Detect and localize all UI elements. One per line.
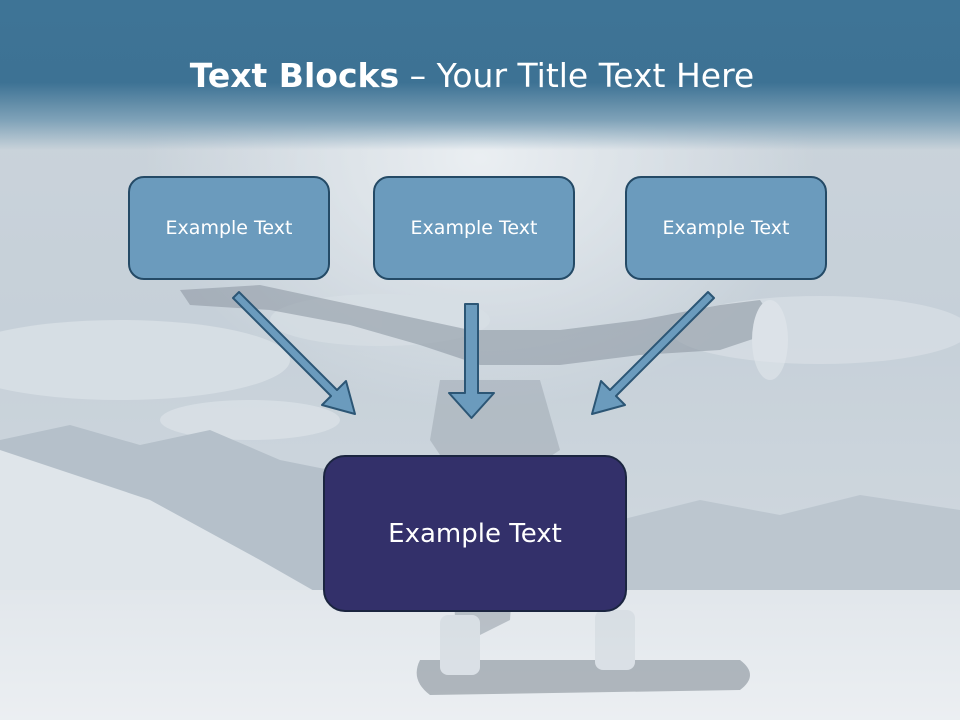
text-block-center-label: Example Text <box>410 217 538 239</box>
title-separator: – <box>399 56 437 95</box>
arrow-right-shape <box>591 291 715 415</box>
arrow-center-to-main <box>448 303 495 419</box>
arrow-right-to-main <box>591 291 715 415</box>
arrow-center-shape <box>448 303 495 419</box>
text-block-center[interactable]: Example Text <box>373 176 575 280</box>
arrow-left-to-main <box>232 291 356 415</box>
text-block-right[interactable]: Example Text <box>625 176 827 280</box>
slide-title: Text Blocks – Your Title Text Here <box>0 52 944 100</box>
title-bar <box>0 0 960 150</box>
title-bold: Text Blocks <box>189 56 400 95</box>
text-block-left[interactable]: Example Text <box>128 176 330 280</box>
text-block-main[interactable]: Example Text <box>323 455 627 612</box>
text-block-right-label: Example Text <box>662 217 790 239</box>
title-rest: Your Title Text Here <box>436 56 755 95</box>
arrow-left-shape <box>232 291 356 415</box>
text-block-left-label: Example Text <box>165 217 293 239</box>
text-block-main-label: Example Text <box>388 518 562 549</box>
